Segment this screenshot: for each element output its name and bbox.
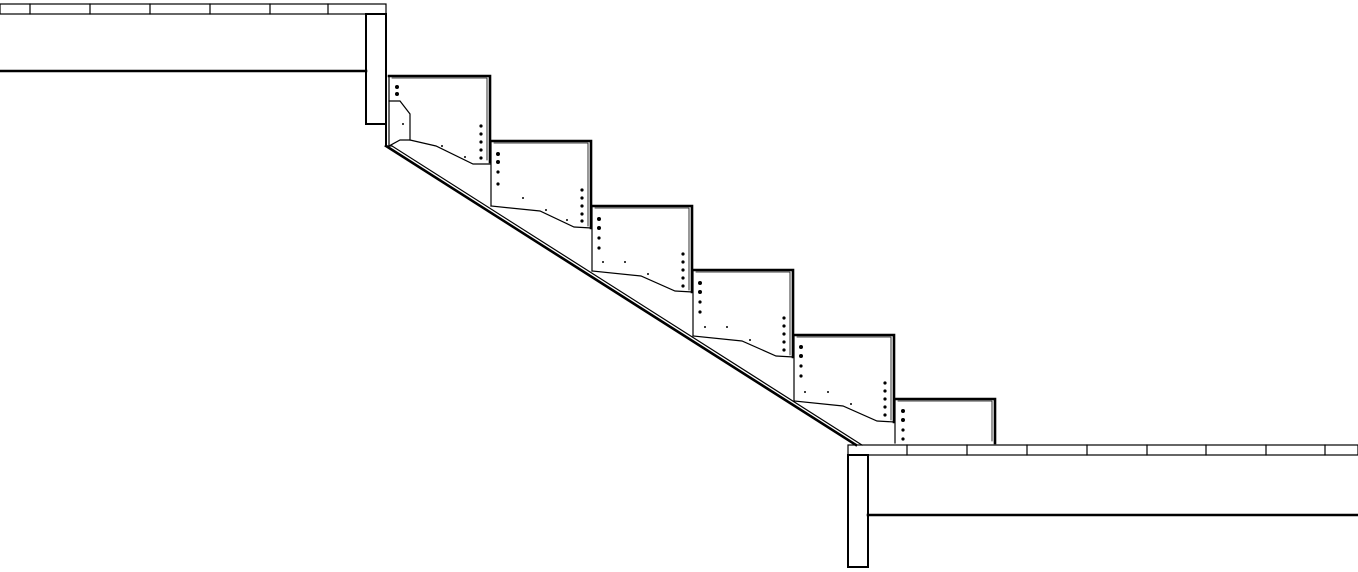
step-2-fasteners <box>496 152 584 223</box>
lower-rim-beam <box>847 454 869 568</box>
step-3 <box>590 204 694 294</box>
upper-decking <box>0 3 387 15</box>
step-5-fasteners <box>799 345 887 417</box>
lower-decking-joints <box>906 444 1326 456</box>
upper-decking-joints <box>29 3 329 15</box>
lower-decking <box>847 444 1358 456</box>
step-2 <box>489 139 593 230</box>
upper-rim-beam <box>365 13 387 125</box>
step-1 <box>387 74 492 165</box>
step-6 <box>893 397 997 445</box>
stringer-inner-line <box>391 145 863 446</box>
step-1-fasteners <box>395 85 483 160</box>
step-4 <box>691 268 795 359</box>
step-3-fasteners <box>597 217 685 288</box>
stair-stringer <box>384 144 863 447</box>
lower-floor-deck <box>847 444 1358 568</box>
step-4-fasteners <box>698 281 786 352</box>
upper-floor-deck <box>0 3 387 147</box>
stringer-bottom-line <box>384 144 858 447</box>
step-5 <box>792 333 896 424</box>
step-6-fasteners <box>901 409 905 441</box>
